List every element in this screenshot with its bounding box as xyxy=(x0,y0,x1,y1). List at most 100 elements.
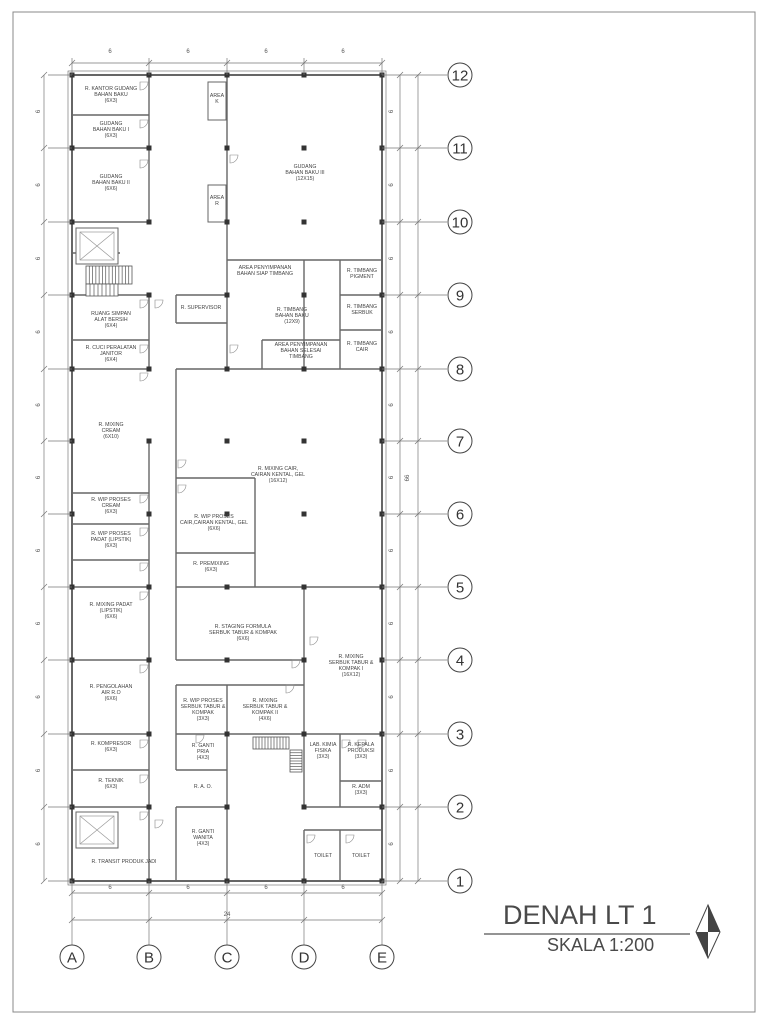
column-axis-label: A xyxy=(67,950,77,967)
room-label: R. TEKNIK(6X3) xyxy=(98,778,124,790)
row-axis-circle xyxy=(447,794,473,820)
row-axis-circle xyxy=(447,868,473,894)
row-axis-label: 8 xyxy=(456,362,464,379)
row-axis-circle xyxy=(447,574,473,600)
row-axis-label: 5 xyxy=(456,580,464,597)
row-axis-circle xyxy=(447,647,473,673)
column-axis-label: C xyxy=(222,950,233,967)
room-label: R. PREMIXING(6X3) xyxy=(193,561,229,573)
room-label: R. ADM(3X3) xyxy=(352,784,370,796)
room-label: R. A. O. xyxy=(194,784,212,790)
dimension-lines xyxy=(40,58,447,948)
row-axis-label: 10 xyxy=(452,215,469,232)
row-axis-label: 1 xyxy=(456,874,464,891)
right-side-dim: 6 xyxy=(389,695,395,699)
left-side-dim: 6 xyxy=(36,330,42,334)
left-side-dim: 6 xyxy=(36,109,42,113)
room-label: R. MIXING CAIR,CAIRAN KENTAL, GEL(16X12) xyxy=(251,466,305,484)
right-side-dim: 6 xyxy=(389,256,395,260)
left-side-dim: 6 xyxy=(36,621,42,625)
row-axis-circle xyxy=(447,209,473,235)
column-axis-circle xyxy=(369,944,395,970)
left-side-dim: 6 xyxy=(36,475,42,479)
bottom-dim-1: 6 xyxy=(108,885,112,891)
right-side-dim: 6 xyxy=(389,109,395,113)
right-side-dim: 6 xyxy=(389,330,395,334)
furniture xyxy=(75,81,367,849)
top-dim-3: 6 xyxy=(264,49,268,55)
row-axis-circle xyxy=(447,282,473,308)
row-axis-circle xyxy=(447,62,473,88)
right-side-dim: 6 xyxy=(389,548,395,552)
right-side-dim: 6 xyxy=(389,475,395,479)
row-axis-label: 9 xyxy=(456,288,464,305)
row-axis-label: 6 xyxy=(456,507,464,524)
sheet-border xyxy=(12,11,756,1013)
top-dim-4: 6 xyxy=(341,49,345,55)
right-side-dim: 6 xyxy=(389,621,395,625)
total-width-dim: 24 xyxy=(224,912,231,918)
right-side-dim: 6 xyxy=(389,842,395,846)
row-axis-label: 3 xyxy=(456,727,464,744)
left-side-dim: 6 xyxy=(36,256,42,260)
left-side-dim: 6 xyxy=(36,183,42,187)
row-axis-circle xyxy=(447,135,473,161)
row-axis-circle xyxy=(447,721,473,747)
left-side-dim: 6 xyxy=(36,548,42,552)
column-axis-circle xyxy=(59,944,85,970)
left-side-dim: 6 xyxy=(36,842,42,846)
bottom-dim-2: 6 xyxy=(186,885,190,891)
room-label: TOILET xyxy=(352,853,371,859)
room-label: TOILET xyxy=(314,853,333,859)
room-label: R. KOMPRESOR(6X3) xyxy=(91,741,132,753)
left-side-dim: 6 xyxy=(36,403,42,407)
right-side-dim: 6 xyxy=(389,403,395,407)
column-axis-label: B xyxy=(144,950,154,967)
north-arrow-icon xyxy=(695,903,721,960)
walls xyxy=(67,70,387,886)
room-label: R. SUPERVISOR xyxy=(181,305,222,311)
drawing-scale: SKALA 1:200 xyxy=(547,935,654,955)
left-side-dim: 6 xyxy=(36,695,42,699)
room-label: R. MIXING PADAT(LIPSTIK)(6X6) xyxy=(89,602,133,620)
column-axis-circle xyxy=(214,944,240,970)
column-axis-label: D xyxy=(299,950,310,967)
row-axis-circle xyxy=(447,428,473,454)
row-axis-label: 12 xyxy=(452,68,469,85)
right-side-dim: 6 xyxy=(389,183,395,187)
row-axis-circle xyxy=(447,356,473,382)
bottom-dim-3: 6 xyxy=(264,885,268,891)
row-axis-label: 11 xyxy=(452,141,468,158)
row-axis-circle xyxy=(447,501,473,527)
row-axis-label: 2 xyxy=(456,800,464,817)
right-side-dim: 6 xyxy=(389,768,395,772)
